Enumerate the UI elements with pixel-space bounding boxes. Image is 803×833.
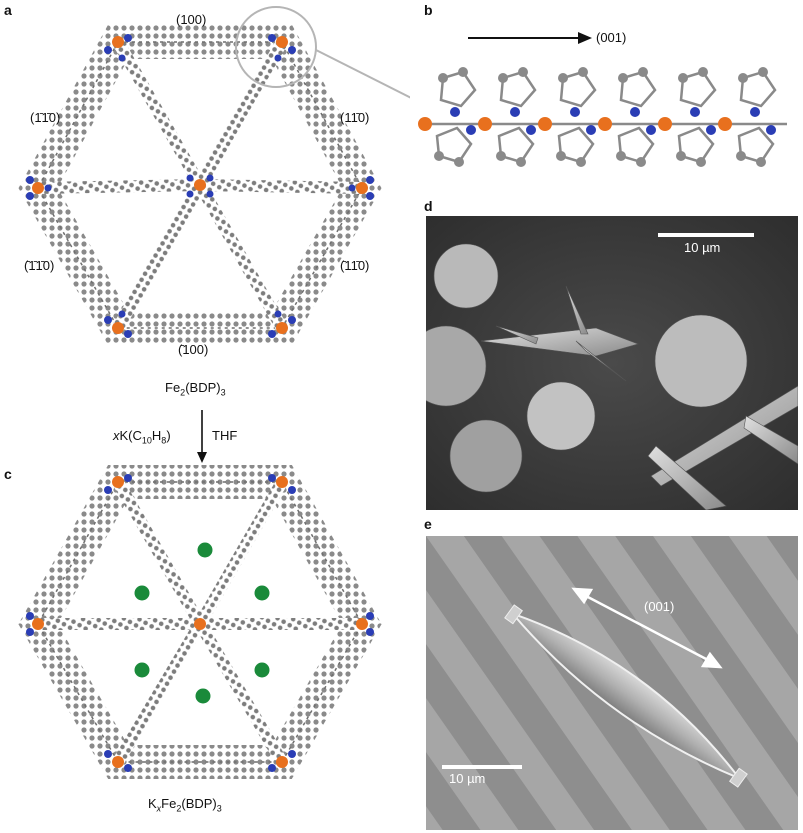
- facet-label-upper-left: (1̄1̄0): [30, 110, 61, 125]
- facet-label-upper-right: (11̄0): [340, 110, 370, 125]
- reaction-arrow: [197, 410, 207, 463]
- crystal-clusters: [426, 243, 798, 510]
- pyrazolate-rings: [435, 70, 777, 164]
- chain-nitrogen: [450, 107, 776, 135]
- panel-b-chain-structure: [418, 67, 787, 167]
- panel-e-sem-image: [426, 536, 798, 830]
- iron-atoms-c: [32, 476, 368, 768]
- chain-carbon: [434, 67, 768, 167]
- crystal-rod: [504, 604, 748, 788]
- hexagon-spokes-c: [38, 478, 362, 766]
- chain-iron: [418, 117, 732, 131]
- panel-e-letter: e: [424, 516, 432, 532]
- potassium-ions: [134, 542, 270, 704]
- scalebar-d: [658, 233, 754, 237]
- scalebar-label-d: 10 µm: [684, 240, 721, 255]
- facet-label-lower-left: (̄1̄1̄0): [24, 258, 55, 273]
- reagent-label: xK(C10H8): [113, 428, 171, 446]
- facet-label-top: (100): [176, 12, 207, 27]
- zoom-circle: [235, 6, 317, 88]
- facet-label-lower-right: (̄11̄0): [340, 258, 370, 273]
- formula-kxfe2-bdp3: KxFe2(BDP)3: [148, 796, 222, 814]
- direction-arrow-e: [571, 587, 723, 669]
- solvent-label: THF: [212, 428, 238, 443]
- direction-label-b: (001): [596, 30, 627, 45]
- facet-label-bottom: (̄100): [178, 342, 209, 357]
- panel-c-letter: c: [4, 466, 12, 482]
- scalebar-e: [442, 765, 522, 769]
- formula-fe2-bdp3: Fe2(BDP)3: [165, 380, 226, 398]
- nitrogen-clusters-c: [26, 474, 374, 772]
- panel-a-letter: a: [4, 2, 12, 18]
- panel-b-letter: b: [424, 2, 433, 18]
- scalebar-label-e: 10 µm: [449, 771, 486, 786]
- hexagon-spokes: [37, 39, 363, 331]
- panel-a-framework-structure: [18, 6, 410, 345]
- panel-d-letter: d: [424, 198, 433, 214]
- panel-d-sem-image: [426, 216, 798, 510]
- iron-atoms: [32, 36, 368, 334]
- direction-label-e: (001): [644, 599, 675, 614]
- direction-arrow-b: [468, 32, 592, 44]
- nitrogen-clusters: [26, 34, 374, 338]
- zoom-line: [315, 49, 410, 99]
- panel-c-framework-structure: [18, 465, 382, 779]
